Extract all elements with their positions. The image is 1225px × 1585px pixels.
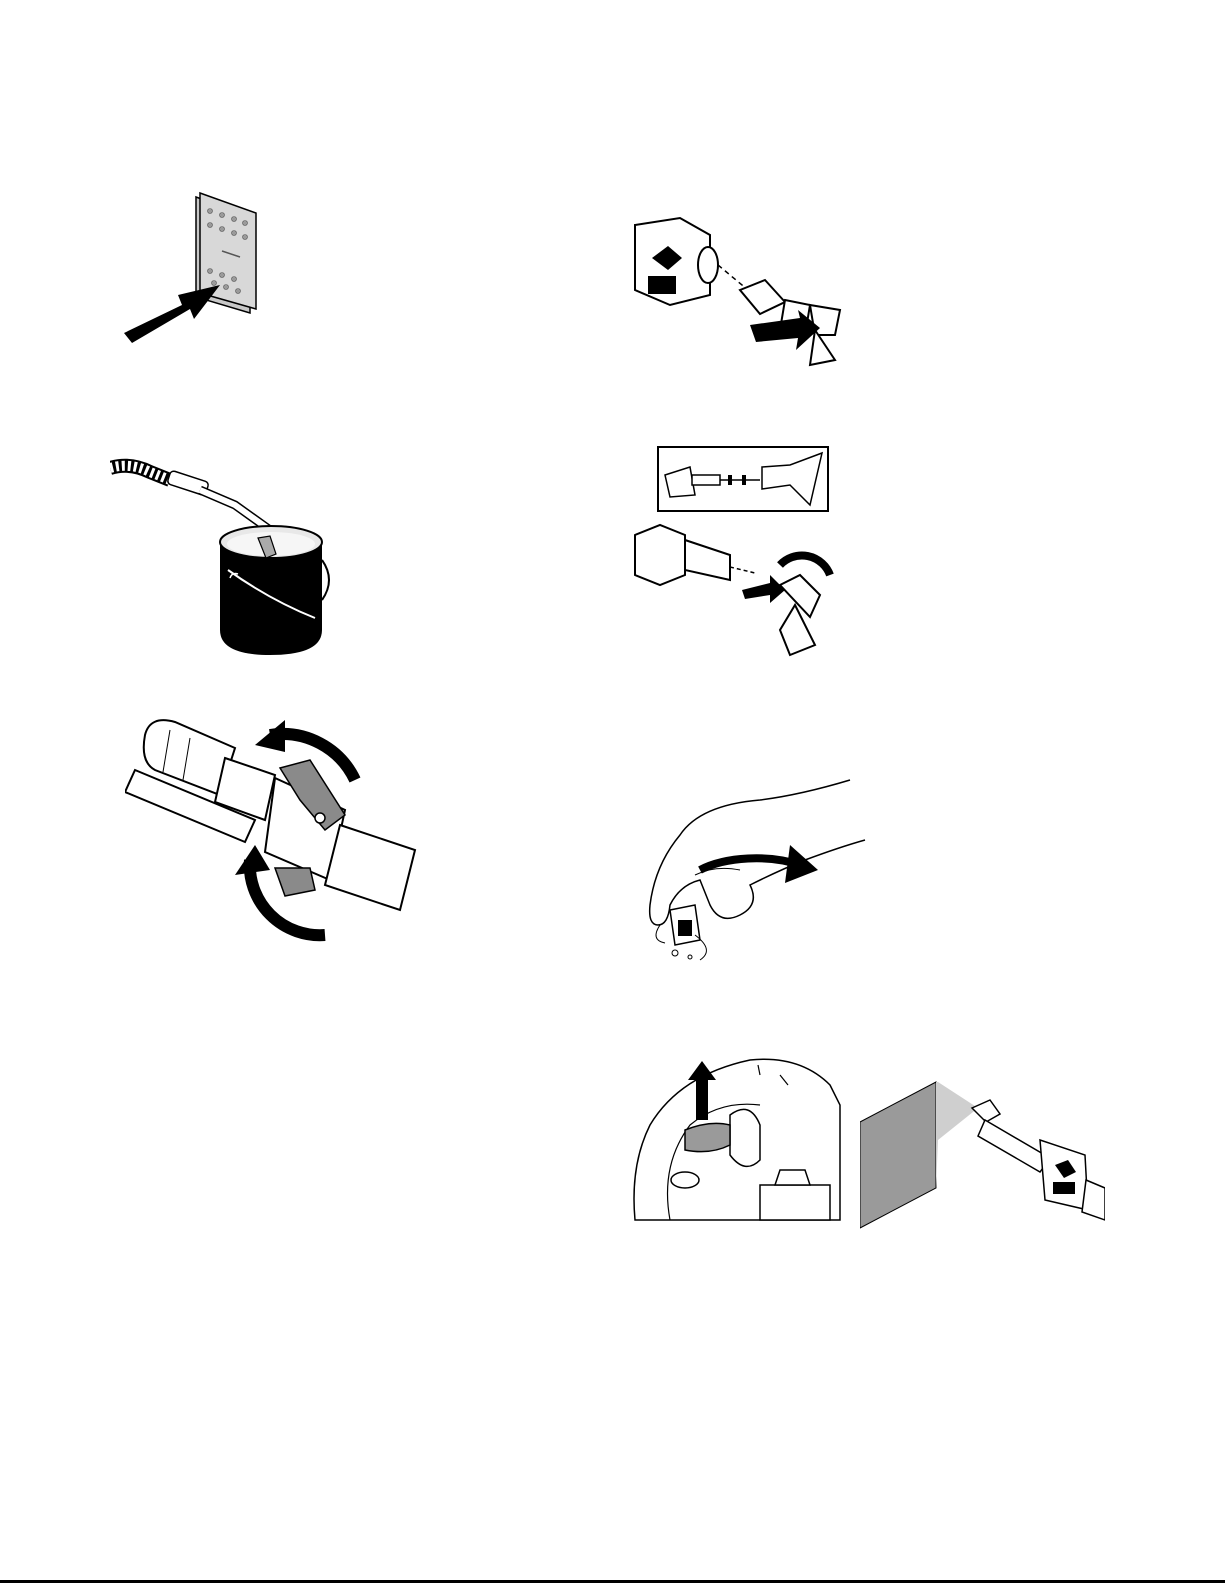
wrench-tighten-fitting-icon — [125, 700, 445, 955]
spray-gun-into-bucket-icon — [110, 450, 355, 670]
prime-valve-up-icon — [630, 1045, 845, 1235]
insert-spray-tip-icon — [630, 445, 840, 670]
spray-test-pattern-icon — [860, 1080, 1105, 1235]
attach-tip-guard-icon — [630, 210, 855, 370]
turn-knob-hand-icon — [640, 775, 870, 970]
footer-rule — [0, 1580, 1225, 1583]
pressure-pedal-press-icon — [110, 185, 280, 360]
